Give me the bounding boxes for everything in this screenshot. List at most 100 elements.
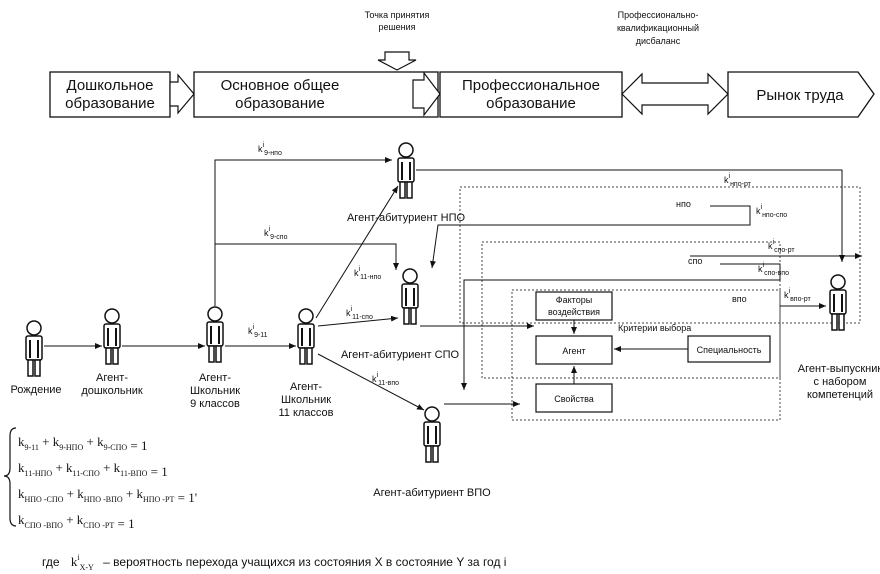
coef-9-11: ki9-11 bbox=[248, 324, 268, 339]
svg-text:11 классов: 11 классов bbox=[278, 407, 333, 419]
properties-box: Свойства bbox=[535, 383, 613, 413]
svg-text:kСПО -ВПО + kСПО -РТ: kСПО -ВПО + kСПО -РТ = 1 bbox=[18, 512, 135, 531]
svg-text:образование: образование bbox=[235, 95, 325, 112]
person-icon-applicant-npo bbox=[397, 142, 415, 199]
coef-vpo-rt: kiвпо-рт bbox=[784, 288, 812, 303]
person-icon-preschooler bbox=[103, 308, 121, 365]
imbalance-label: Профессионально- квалификационный дисбал… bbox=[617, 10, 699, 46]
svg-text:kiнпо-рт: kiнпо-рт bbox=[724, 173, 752, 188]
decision-down-arrow bbox=[377, 51, 417, 71]
svg-text:k9-11 + k9-НПО +: k9-11 + k9-НПО + k9-СПО = 1 bbox=[18, 434, 147, 453]
footnote: где kiX-Y – вероятность перехода учащихс… bbox=[42, 553, 506, 573]
coef-spo-vpo: kiспо-впо bbox=[758, 262, 789, 277]
agent-pupil11-label: Агент- Школьник 11 классов bbox=[278, 381, 333, 419]
spo-to-vpo-arrow bbox=[461, 263, 781, 390]
svg-text:kiспо-рт: kiспо-рт bbox=[768, 239, 795, 254]
agent-applicant-npo-label: Агент-абитуриент НПО bbox=[347, 212, 466, 224]
svg-text:ki9-11: ki9-11 bbox=[248, 324, 268, 339]
pupil9-to-spo-arrow bbox=[215, 243, 399, 270]
svg-text:kiспо-впо: kiспо-впо bbox=[758, 262, 789, 277]
equation-brace bbox=[3, 427, 17, 527]
agent-preschooler-label: Агент- дошкольник bbox=[81, 372, 143, 397]
svg-text:ki11-спо: ki11-спо bbox=[346, 306, 373, 321]
equation-2: k11-НПО + k11-СПО + k11-ВПО = 1 bbox=[18, 460, 168, 479]
svg-text:образование: образование bbox=[65, 95, 155, 112]
svg-text:k11-НПО + k11-СПО: k11-НПО + k11-СПО + k11-ВПО = 1 bbox=[18, 460, 168, 479]
svg-text:Агент-: Агент- bbox=[199, 372, 231, 384]
stage-preschool: Дошкольное образование bbox=[49, 71, 171, 118]
svg-text:Дошкольное: Дошкольное bbox=[67, 77, 154, 94]
svg-text:Агент-выпускник: Агент-выпускник bbox=[798, 363, 880, 375]
coef-11-vpo: ki11-впо bbox=[372, 372, 399, 387]
svg-text:Агент-: Агент- bbox=[290, 381, 322, 393]
preschool-to-general-arrow bbox=[169, 73, 195, 115]
svg-text:Профессиональное: Профессиональное bbox=[462, 77, 600, 94]
agent-box: Агент bbox=[535, 335, 613, 365]
equation-4: kСПО -ВПО + kСПО -РТ = 1 bbox=[18, 512, 135, 531]
pupil11-to-npo-arrow bbox=[315, 185, 399, 319]
svg-text:Специальность: Специальность bbox=[697, 345, 762, 355]
vpo-region bbox=[511, 289, 781, 421]
svg-text:ki11-нпо: ki11-нпо bbox=[354, 266, 381, 281]
svg-text:воздействия: воздействия bbox=[548, 307, 600, 317]
agent-pupil9-label: Агент- Школьник 9 классов bbox=[190, 372, 240, 410]
svg-text:Точка принятия: Точка принятия bbox=[365, 10, 430, 20]
pupil11-to-vpo-arrow bbox=[317, 353, 425, 411]
svg-text:Основное общее: Основное общее bbox=[221, 77, 340, 94]
coef-9-spo: ki9-спо bbox=[264, 226, 288, 241]
svg-text:ki9-нпо: ki9-нпо bbox=[258, 142, 282, 157]
coef-11-npo: ki11-нпо bbox=[354, 266, 381, 281]
svg-text:Факторы: Факторы bbox=[556, 295, 592, 305]
pupil11-to-spo-arrow bbox=[317, 315, 399, 327]
person-icon-pupil9 bbox=[206, 306, 224, 363]
npo-to-rt-arrow bbox=[416, 169, 845, 262]
equation-3: kНПО -СПО + kНПО -ВПО + kНПО -РТ = 1' bbox=[18, 486, 197, 505]
svg-text:kНПО -СПО + kНПО -ВПО: kНПО -СПО + kНПО -ВПО + kНПО -РТ = 1' bbox=[18, 486, 197, 505]
svg-text:ki9-спо: ki9-спо bbox=[264, 226, 288, 241]
npo-to-spo-arrow bbox=[429, 205, 751, 269]
svg-text:kiнпо-спо: kiнпо-спо bbox=[756, 204, 787, 219]
svg-text:решения: решения bbox=[378, 22, 415, 32]
agent-graduate-label: Агент-выпускник с набором компетенций bbox=[798, 363, 880, 401]
coef-11-spo: ki11-спо bbox=[346, 306, 373, 321]
general-to-professional-arrow bbox=[412, 71, 441, 117]
svg-text:Профессионально-: Профессионально- bbox=[618, 10, 699, 20]
level-npo: нпо bbox=[676, 199, 691, 209]
person-icon-applicant-vpo bbox=[423, 406, 441, 463]
svg-text:Агент-: Агент- bbox=[96, 372, 128, 384]
coef-npo-rt: kiнпо-рт bbox=[724, 173, 752, 188]
coef-npo-spo: kiнпо-спо bbox=[756, 204, 787, 219]
specialty-box: Специальность bbox=[687, 335, 771, 363]
svg-text:ki11-впо: ki11-впо bbox=[372, 372, 399, 387]
person-icon-graduate bbox=[829, 274, 847, 331]
equation-1: k9-11 + k9-НПО + k9-СПО = 1 bbox=[18, 434, 147, 453]
svg-text:Агент: Агент bbox=[562, 346, 585, 356]
agent-birth-label: Рождение bbox=[10, 384, 61, 396]
svg-text:дошкольник: дошкольник bbox=[81, 385, 143, 397]
svg-text:Школьник: Школьник bbox=[190, 385, 240, 397]
imbalance-double-arrow bbox=[621, 72, 729, 116]
svg-text:компетенций: компетенций bbox=[807, 389, 873, 401]
level-vpo: впо bbox=[732, 294, 747, 304]
svg-text:дисбаланс: дисбаланс bbox=[636, 36, 681, 46]
stage-general: Основное общее образование bbox=[193, 71, 439, 118]
agent-applicant-vpo-label: Агент-абитуриент ВПО bbox=[373, 487, 491, 499]
agent-applicant-spo-label: Агент-абитуриент СПО bbox=[341, 349, 460, 361]
coef-9-npo: ki9-нпо bbox=[258, 142, 282, 157]
criterion-label: Критерии выбора bbox=[618, 323, 691, 333]
factors-box: Факторы воздействия bbox=[535, 291, 613, 321]
svg-text:квалификационный: квалификационный bbox=[617, 23, 699, 33]
svg-text:где kiX-Y – вероят: где kiX-Y – вероятность перехода учащихс… bbox=[42, 553, 506, 573]
person-icon-birth bbox=[25, 320, 43, 377]
decision-point-label: Точка принятия решения bbox=[365, 10, 430, 32]
stage-labor-market: Рынок труда bbox=[727, 71, 875, 118]
svg-text:kiвпо-рт: kiвпо-рт bbox=[784, 288, 812, 303]
level-spo: спо bbox=[688, 256, 702, 266]
person-icon-applicant-spo bbox=[401, 268, 419, 325]
svg-text:образование: образование bbox=[486, 95, 576, 112]
person-icon-pupil11 bbox=[297, 308, 315, 365]
svg-text:с набором: с набором bbox=[814, 376, 867, 388]
svg-text:Школьник: Школьник bbox=[281, 394, 331, 406]
svg-text:9 классов: 9 классов bbox=[190, 398, 240, 410]
